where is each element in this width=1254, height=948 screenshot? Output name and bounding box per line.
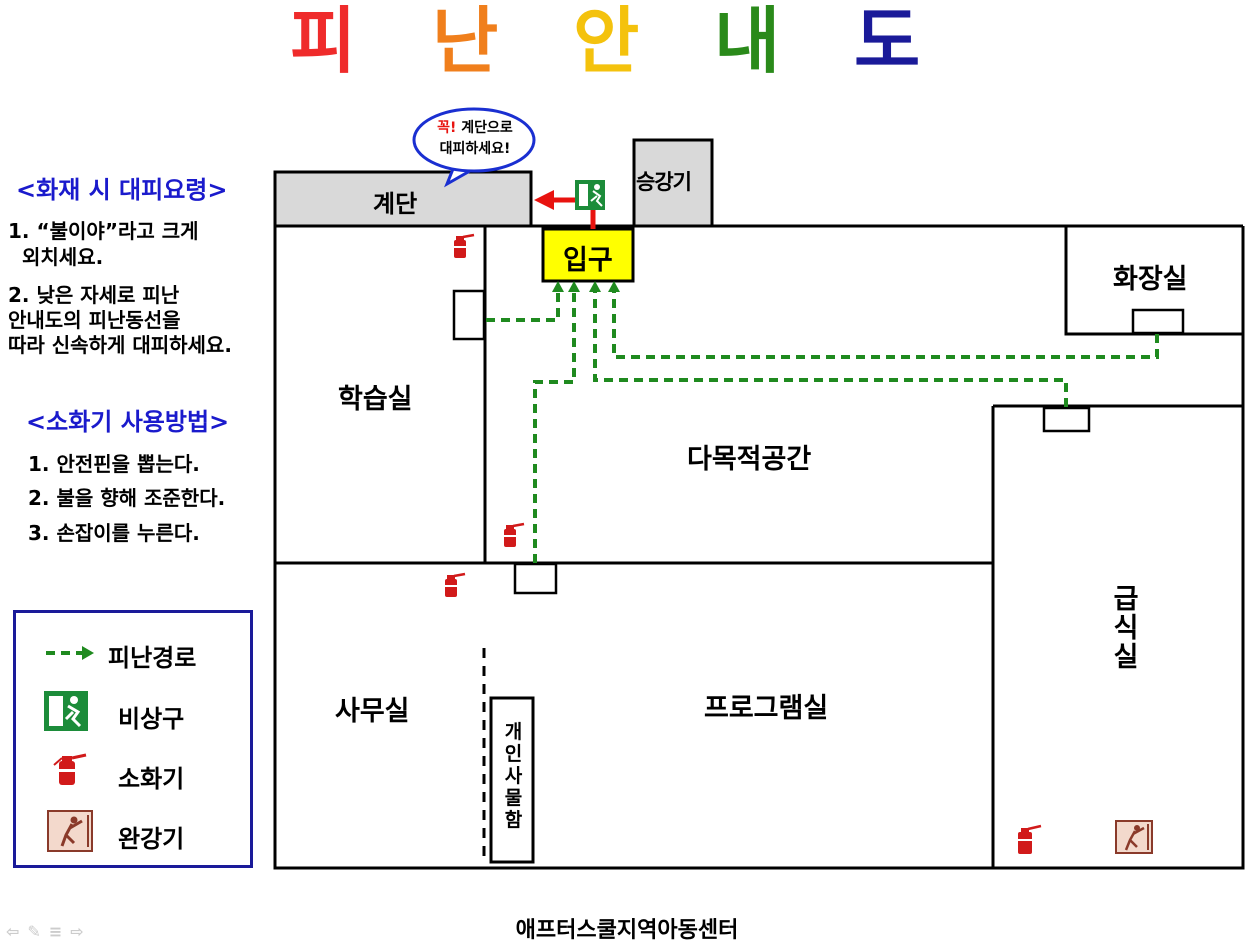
restroom-label: 화장실 bbox=[1113, 264, 1188, 295]
stairs-block bbox=[273, 170, 533, 228]
program-label: 프로그램실 bbox=[704, 693, 829, 724]
legend-exit-sign-icon bbox=[44, 691, 88, 731]
entrance-label: 입구 bbox=[563, 245, 613, 276]
legend-route-label: 피난경로 bbox=[108, 644, 197, 672]
route-restroom bbox=[612, 290, 1159, 359]
extinguisher-guide-step2: 2. 불을 향해 조준한다. bbox=[28, 486, 226, 510]
slide-nav-icons: ⇦✎≡⇨ bbox=[6, 922, 92, 941]
legend: 피난경로 비상구 소화기 완강기 bbox=[13, 610, 253, 868]
menu-icon[interactable]: ≡ bbox=[48, 922, 71, 941]
fire-guide-step2-line2: 안내도의 피난동선을 bbox=[8, 308, 181, 332]
extinguisher-hall-icon bbox=[504, 522, 525, 547]
pen-icon[interactable]: ✎ bbox=[27, 922, 49, 941]
office-label: 사무실 bbox=[335, 696, 410, 727]
extinguisher-study-icon bbox=[454, 233, 475, 258]
outer-wall-left bbox=[273, 226, 1245, 870]
descender-room-label: 승강기 bbox=[636, 170, 692, 194]
fire-guide-heading: <화재 시 대피요령> bbox=[16, 176, 228, 204]
legend-exit-label: 비상구 bbox=[118, 705, 185, 733]
restroom-door bbox=[1131, 308, 1185, 335]
callout-line2: 대피하세요! bbox=[439, 141, 511, 157]
route-arrowheads bbox=[552, 281, 620, 292]
fire-guide-step2-line1: 2. 낮은 자세로 피난 bbox=[8, 283, 180, 307]
callout-text: 꼭! 계단으로 대피하세요! bbox=[425, 118, 525, 160]
extinguisher-guide-step1: 1. 안전핀을 뽑는다. bbox=[28, 452, 200, 476]
callout-bubble bbox=[412, 107, 536, 188]
legend-extinguisher-icon bbox=[53, 753, 87, 785]
locker-block bbox=[489, 696, 535, 864]
route-kitchen bbox=[593, 290, 1068, 407]
title-char-3: 안 bbox=[573, 0, 640, 83]
footer-center-name: 애프터스쿨지역아동센터 bbox=[515, 918, 739, 943]
legend-descender-icon bbox=[47, 810, 93, 852]
legend-route-arrow-icon bbox=[46, 646, 94, 660]
route-office bbox=[533, 290, 576, 563]
extinguisher-guide-step3: 3. 손잡이를 누른다. bbox=[28, 521, 200, 545]
kitchen-door bbox=[1042, 406, 1091, 433]
multipurpose-label: 다목적공간 bbox=[687, 444, 812, 475]
office-door bbox=[513, 562, 558, 595]
extinguisher-guide-heading: <소화기 사용방법> bbox=[26, 408, 230, 436]
callout-line1: 계단으로 bbox=[456, 120, 513, 136]
route-study bbox=[486, 290, 560, 322]
next-arrow-icon[interactable]: ⇨ bbox=[70, 922, 92, 941]
entrance-block bbox=[541, 227, 635, 283]
legend-symbols bbox=[44, 646, 94, 852]
prev-arrow-icon[interactable]: ⇦ bbox=[6, 922, 28, 941]
extinguisher-office-icon bbox=[445, 572, 466, 597]
study-label: 학습실 bbox=[338, 384, 413, 415]
fire-guide-step1-line2: 외치세요. bbox=[22, 245, 104, 269]
evacuation-routes bbox=[486, 290, 1159, 563]
fire-guide-step2-line3: 따라 신속하게 대피하세요. bbox=[8, 333, 232, 357]
descender-room-block bbox=[632, 138, 714, 228]
exit-sign-icon bbox=[575, 180, 605, 210]
stairs-label: 계단 bbox=[373, 190, 418, 218]
extinguisher-kitchen-icon bbox=[1018, 824, 1042, 854]
title-char-5: 도 bbox=[854, 0, 921, 83]
legend-extinguisher-label: 소화기 bbox=[118, 765, 185, 793]
title-char-4: 내 bbox=[714, 0, 781, 83]
title-char-2: 난 bbox=[432, 0, 499, 83]
descender-kitchen-icon bbox=[1115, 820, 1153, 854]
title-char-1: 피 bbox=[290, 0, 357, 83]
fire-guide-step1-line1: 1. “불이야”라고 크게 bbox=[8, 219, 199, 243]
study-door bbox=[452, 289, 486, 341]
callout-emphasis: 꼭! bbox=[437, 120, 457, 136]
legend-descender-label: 완강기 bbox=[118, 825, 185, 853]
exit-arrow-icon bbox=[534, 190, 596, 229]
